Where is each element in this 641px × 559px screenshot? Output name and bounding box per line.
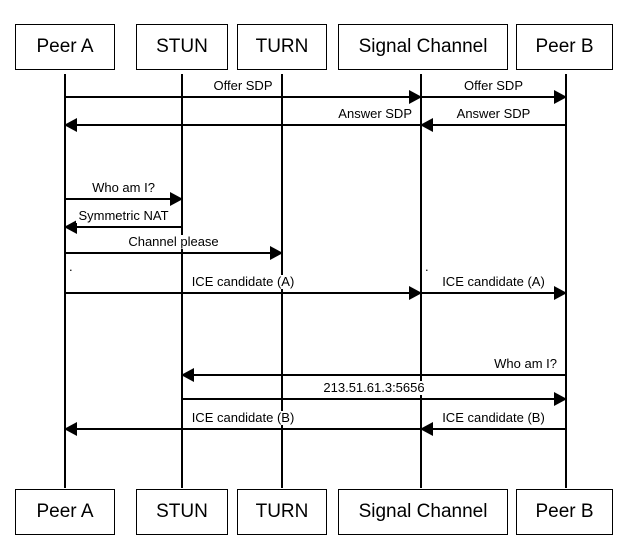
message-label: . xyxy=(425,258,429,274)
footer-actor-turn[interactable]: TURN xyxy=(237,489,327,535)
message-line xyxy=(65,124,421,126)
arrowhead-right-icon xyxy=(554,286,567,300)
message-line xyxy=(65,96,421,98)
footer-actor-stun[interactable]: STUN xyxy=(136,489,228,535)
actor-label: Signal Channel xyxy=(358,36,488,57)
lifeline-peer-b xyxy=(565,74,567,488)
message-label: Who am I? xyxy=(491,356,560,371)
message-label: . xyxy=(69,258,73,274)
message-line xyxy=(65,198,182,200)
arrowhead-right-icon xyxy=(409,90,422,104)
arrowhead-left-icon xyxy=(64,118,77,132)
message-label: Offer SDP xyxy=(460,78,527,93)
header-actor-peer-b[interactable]: Peer B xyxy=(516,24,613,70)
message-label: Symmetric NAT xyxy=(75,208,172,223)
message-line xyxy=(65,252,282,254)
actor-label: Signal Channel xyxy=(358,501,488,522)
actor-label: TURN xyxy=(255,36,309,57)
lifeline-stun xyxy=(181,74,183,488)
message-label: 213.51.61.3:5656 xyxy=(320,380,428,395)
arrowhead-left-icon xyxy=(64,422,77,436)
arrowhead-left-icon xyxy=(64,220,77,234)
message-line xyxy=(182,374,566,376)
actor-label: TURN xyxy=(255,501,309,522)
actor-label: Peer B xyxy=(535,501,594,522)
message-label: Answer SDP xyxy=(335,106,415,121)
message-line xyxy=(182,398,566,400)
arrowhead-right-icon xyxy=(270,246,283,260)
message-label: Who am I? xyxy=(89,180,158,195)
arrowhead-left-icon xyxy=(420,118,433,132)
message-line xyxy=(65,226,182,228)
actor-label: STUN xyxy=(156,501,208,522)
message-line xyxy=(65,292,421,294)
message-label: Channel please xyxy=(125,234,222,249)
message-label: Offer SDP xyxy=(210,78,276,93)
arrowhead-right-icon xyxy=(554,90,567,104)
header-actor-stun[interactable]: STUN xyxy=(136,24,228,70)
actor-label: Peer A xyxy=(36,36,94,57)
actor-label: Peer A xyxy=(36,501,94,522)
message-label: ICE candidate (A) xyxy=(188,274,298,289)
actor-label: STUN xyxy=(156,36,208,57)
message-label: Answer SDP xyxy=(453,106,534,121)
header-actor-peer-a[interactable]: Peer A xyxy=(15,24,115,70)
header-actor-signal-channel[interactable]: Signal Channel xyxy=(338,24,508,70)
message-line xyxy=(421,96,566,98)
message-line xyxy=(421,428,566,430)
message-label: ICE candidate (A) xyxy=(439,274,548,289)
actor-label: Peer B xyxy=(535,36,594,57)
header-actor-turn[interactable]: TURN xyxy=(237,24,327,70)
arrowhead-right-icon xyxy=(170,192,183,206)
arrowhead-left-icon xyxy=(420,422,433,436)
arrowhead-left-icon xyxy=(181,368,194,382)
lifeline-peer-a xyxy=(64,74,66,488)
message-label: ICE candidate (B) xyxy=(439,410,548,425)
message-line xyxy=(421,292,566,294)
lifeline-signal-channel xyxy=(420,74,422,488)
message-label: ICE candidate (B) xyxy=(188,410,298,425)
arrowhead-right-icon xyxy=(554,392,567,406)
footer-actor-peer-a[interactable]: Peer A xyxy=(15,489,115,535)
footer-actor-peer-b[interactable]: Peer B xyxy=(516,489,613,535)
arrowhead-right-icon xyxy=(409,286,422,300)
message-line xyxy=(421,124,566,126)
message-line xyxy=(65,428,421,430)
footer-actor-signal-channel[interactable]: Signal Channel xyxy=(338,489,508,535)
